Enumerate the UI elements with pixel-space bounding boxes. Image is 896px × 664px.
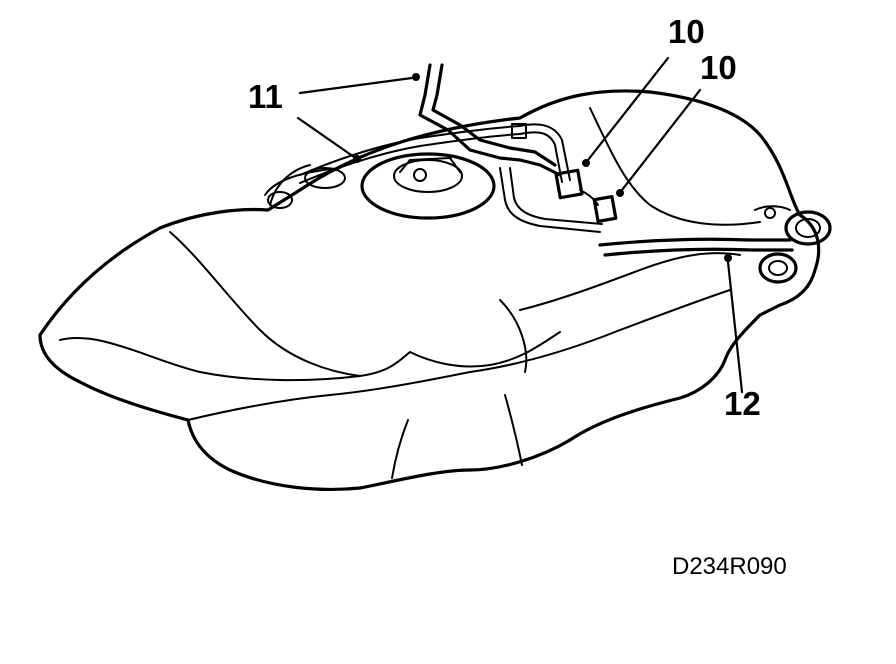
vent-connection	[264, 164, 346, 209]
fuel-tank-body	[38, 89, 821, 492]
fuel-pump-flange	[360, 152, 496, 220]
callout-12: 12	[724, 385, 761, 422]
fuel-lines	[299, 63, 571, 184]
callout-11: 11	[248, 78, 283, 115]
quick-connectors	[499, 167, 618, 233]
reference-code: D234R090	[672, 553, 787, 580]
leader-lines	[296, 56, 744, 394]
callout-10-lower: 10	[700, 49, 737, 86]
filler-pipe	[598, 205, 832, 284]
callout-10-upper: 10	[668, 13, 705, 50]
